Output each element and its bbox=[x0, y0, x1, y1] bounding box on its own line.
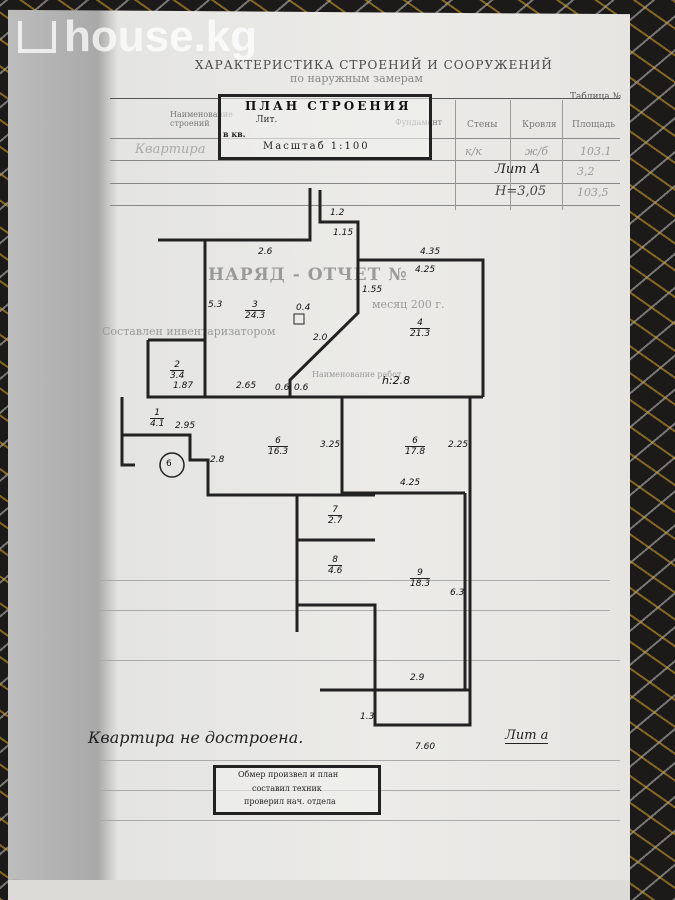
plan-scale: Масштаб 1:100 bbox=[263, 141, 370, 152]
stamp-line: Обмер произвел и план bbox=[238, 770, 339, 779]
plan-lit: Лит. bbox=[256, 115, 278, 125]
room-number: 6 bbox=[412, 436, 418, 446]
stamp-line: составил техник bbox=[252, 784, 322, 793]
dim: 1.2 bbox=[330, 208, 345, 218]
plan-title: ПЛАН СТРОЕНИЯ bbox=[245, 99, 412, 113]
dim: 1.55 bbox=[362, 285, 383, 295]
dim: 0.6 bbox=[275, 383, 290, 393]
col-area: Площадь bbox=[572, 120, 616, 130]
wall bbox=[158, 188, 312, 242]
room-area: 3.4 bbox=[170, 370, 185, 381]
bottom-stamp: Обмер произвел и план составил техник пр… bbox=[213, 765, 381, 815]
col-name: Наименование строений bbox=[170, 110, 233, 128]
circle-label: 6 bbox=[166, 459, 172, 469]
room-number: 9 bbox=[417, 568, 423, 578]
row-height: Н=3,05 bbox=[495, 184, 547, 199]
header-subtitle: по наружным замерам bbox=[290, 72, 423, 85]
dim: 0.4 bbox=[296, 303, 311, 313]
dim: 2.0 bbox=[313, 333, 328, 343]
col-walls: Стены bbox=[467, 120, 498, 130]
room-area: 24.3 bbox=[245, 310, 266, 321]
dim: 2.25 bbox=[448, 440, 469, 450]
room-area: 4.1 bbox=[150, 418, 165, 429]
circle-marker bbox=[159, 452, 185, 478]
header-title: ХАРАКТЕРИСТИКА СТРОЕНИЙ И СООРУЖЕНИЙ bbox=[195, 58, 553, 72]
watermark-text: house.kg bbox=[64, 12, 258, 61]
dim: 2.6 bbox=[258, 247, 273, 257]
ghost-composed: Составлен инвентаризатором bbox=[102, 325, 276, 338]
room-number: 7 bbox=[332, 505, 339, 515]
room-area: 21.3 bbox=[410, 328, 431, 339]
dim: 7.60 bbox=[415, 742, 436, 752]
table-rule bbox=[110, 205, 620, 206]
row-name: Квартира bbox=[135, 142, 206, 157]
dim: 4.25 bbox=[400, 478, 421, 488]
grid-rule bbox=[90, 660, 620, 661]
column-marker bbox=[293, 313, 305, 325]
dim: 4.35 bbox=[420, 247, 441, 257]
dim: 6.3 bbox=[450, 588, 465, 598]
dim: 2.65 bbox=[236, 381, 257, 391]
handwritten-note: Квартира не достроена. bbox=[88, 728, 304, 747]
table-rule bbox=[110, 160, 620, 161]
dim: 2.9 bbox=[410, 673, 425, 683]
room-number: 1 bbox=[154, 408, 161, 418]
dim: 1.15 bbox=[333, 228, 354, 238]
table-rule bbox=[562, 100, 563, 210]
house-icon bbox=[18, 21, 56, 53]
room-number: 3 bbox=[252, 300, 258, 310]
col-roof: Кровля bbox=[522, 120, 557, 130]
row-roof: ж/б bbox=[525, 145, 548, 158]
grid-rule bbox=[90, 760, 620, 761]
document-sheet-edge bbox=[8, 880, 630, 900]
grid-rule bbox=[90, 820, 620, 821]
room-area: 17.8 bbox=[405, 446, 426, 457]
dim: 1.87 bbox=[173, 381, 194, 391]
dim: 3.25 bbox=[320, 440, 341, 450]
ceiling-height: h:2.8 bbox=[382, 374, 411, 387]
room-area: 18.3 bbox=[410, 578, 431, 589]
table-rule bbox=[510, 100, 511, 210]
row-area3: 103,5 bbox=[577, 186, 609, 199]
stamp-line: проверил нач. отдела bbox=[244, 797, 336, 806]
dim: 4.25 bbox=[415, 265, 436, 275]
dim: 1.3 bbox=[360, 712, 375, 722]
room-area: 2.7 bbox=[328, 515, 343, 526]
room-number: 2 bbox=[174, 360, 181, 370]
dim: 5.3 bbox=[208, 300, 223, 310]
plan-kv: в кв. bbox=[223, 129, 246, 139]
table-number: Таблица № bbox=[570, 92, 622, 102]
room-number: 6 bbox=[275, 436, 281, 446]
ghost-works: Наименование работ bbox=[312, 370, 402, 379]
table-rule bbox=[455, 100, 456, 210]
room-number: 8 bbox=[332, 555, 339, 565]
watermark-logo: house.kg bbox=[18, 12, 257, 62]
ghost-month: месяц 200 г. bbox=[372, 298, 445, 311]
plan-stamp: ПЛАН СТРОЕНИЯ Лит. в кв. Масштаб 1:100 bbox=[218, 94, 432, 160]
row-walls: к/к bbox=[465, 145, 482, 158]
room-number: 4 bbox=[417, 318, 423, 328]
dim: 0.6 bbox=[294, 383, 309, 393]
room-area: 16.3 bbox=[268, 446, 289, 457]
row-area: 103.1 bbox=[580, 145, 612, 158]
grid-rule bbox=[90, 580, 610, 581]
liter-note: Лит а bbox=[505, 728, 549, 744]
row-liter: Лит А bbox=[495, 162, 541, 177]
dim: 2.8 bbox=[210, 455, 225, 465]
room-area: 4.6 bbox=[328, 565, 343, 576]
table-rule bbox=[110, 183, 620, 184]
row-area2: 3,2 bbox=[577, 165, 595, 178]
dim: 2.95 bbox=[175, 421, 196, 431]
grid-rule bbox=[90, 610, 610, 611]
